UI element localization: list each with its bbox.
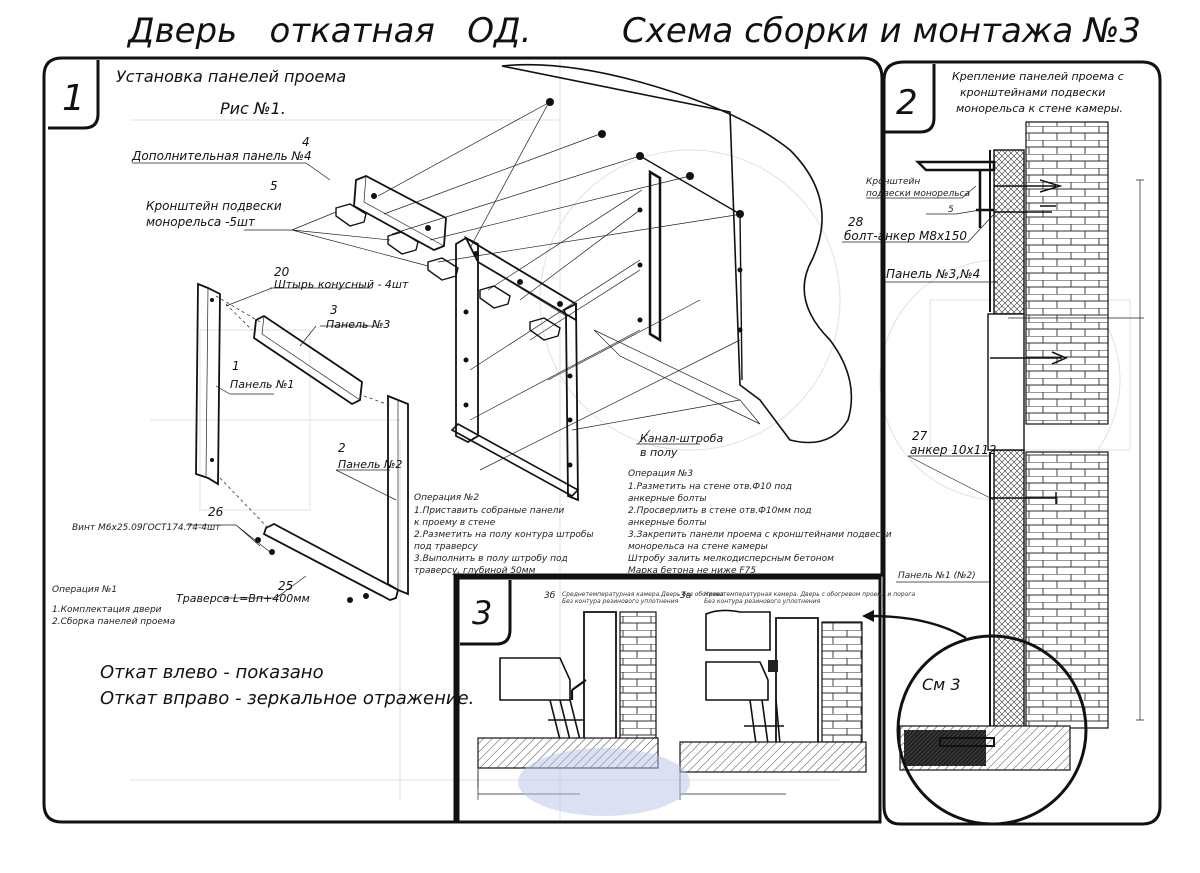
operation-2-line: под траверсу	[414, 542, 478, 552]
rollback-note-line1: Откат влево - показано	[100, 662, 324, 683]
detail-3b-section	[679, 609, 867, 800]
operation-1-line: 2.Сборка панелей проема	[52, 617, 175, 627]
sheet-title-right: Схема сборки и монтажа №3	[622, 11, 1141, 51]
part-2-label: Панель №2	[338, 458, 402, 471]
part-4-additional-panel	[353, 175, 447, 251]
see-3-arrow-head	[862, 610, 874, 622]
part-25-traverse	[255, 522, 400, 603]
operation-3-line: Штробу залить мелкодисперсным бетоном	[628, 554, 834, 564]
alignment-dashes	[215, 295, 393, 531]
part-4-label: Дополнительная панель №4	[131, 149, 312, 163]
part-3-number: 3	[330, 303, 338, 317]
part-25-label: Траверса L=Bп+400мм	[176, 592, 310, 605]
part-26-label: Винт М6х25.09ГОСТ174.74-4шт	[72, 523, 221, 533]
assembled-door-frame	[450, 235, 580, 502]
panel-3-number: 3	[472, 594, 492, 632]
panel-2-heading-line1: Крепление панелей проема с	[952, 70, 1124, 83]
part-25-number: 25	[278, 579, 293, 593]
operation-2-line: к проему в стене	[414, 518, 496, 528]
panel-3a-note1: Среднетемпературная камера.Дверь без обо…	[562, 591, 724, 598]
part-5-label-line1: Кронштейн подвески	[146, 199, 282, 213]
part-2-number: 2	[338, 441, 346, 455]
see-3-magnifier	[896, 634, 1088, 826]
bracket-label-line1: Кронштейн	[866, 177, 920, 187]
anchor-number: 27	[912, 429, 928, 443]
wall-outline	[501, 63, 853, 444]
canal-label-line1: Канал-штроба	[640, 432, 723, 445]
panel-2-leaders	[842, 185, 998, 583]
panel-1-leaders	[132, 162, 700, 599]
bolt-number: 28	[848, 215, 864, 229]
panel-1-number: 1	[62, 78, 85, 119]
panel-3a-sub: 3б	[544, 591, 556, 601]
operation-3-block: Операция №3 1.Разметить на стене отв.Ф10…	[628, 469, 892, 576]
operation-1-line: 1.Комплектация двери	[52, 605, 162, 615]
operation-2-line: 2.Разметить на полу контура штробы	[414, 530, 594, 540]
panel-1-heading: Установка панелей проема	[116, 67, 346, 86]
canal-label-line2: в полу	[640, 446, 678, 459]
operation-3-line: 2.Просверлить в стене отв.Ф10мм под	[628, 506, 811, 516]
operation-3-line: Марка бетона не ниже F75	[628, 566, 756, 576]
panel-2-frame: 2	[882, 60, 1162, 826]
part-5-label-line2: монорельса -5шт	[146, 215, 256, 229]
see-3-label: См 3	[922, 675, 961, 694]
part-26-number: 26	[208, 505, 224, 519]
panel-3b-note1: Низкотемпературная камера. Дверь с обогр…	[704, 591, 915, 598]
operation-2-line: 3.Выполнить в полу штробу под	[414, 554, 568, 564]
operation-3-line: 3.Закрепить панели проема с кронштейнами…	[628, 530, 892, 540]
panel-3-frame: 3	[456, 576, 882, 824]
panel-34-label: Панель №3,№4	[886, 267, 980, 281]
bracket-label-line2: подвески монорельса	[866, 189, 970, 199]
anchor-label: анкер 10х112	[910, 443, 997, 457]
panel-1-frame: 1	[42, 56, 884, 824]
part-3-label: Панель №3	[326, 318, 390, 331]
part-20-number: 20	[274, 265, 290, 279]
operation-3-line: монорельса на стене камеры	[628, 542, 768, 552]
part-1-number: 1	[232, 359, 240, 373]
operation-2-line: 1.Приставить собраные панели	[414, 506, 564, 516]
panel-2-heading-line3: монорельса к стене камеры.	[956, 102, 1123, 115]
panel-2-heading-line2: кронштейнами подвески	[960, 86, 1105, 99]
panel-12-label: Панель №1 (№2)	[898, 571, 976, 581]
part-20-label: Штырь конусный - 4шт	[274, 278, 409, 291]
wall-opening	[546, 98, 761, 425]
wall-section	[914, 121, 1144, 770]
panel-3b-sub: 3а	[680, 591, 691, 601]
part-4-number: 4	[302, 135, 310, 149]
watermark-logo	[518, 748, 690, 816]
part-5-number: 5	[270, 179, 278, 193]
part-2-panel	[387, 394, 409, 596]
floor-section	[899, 725, 1071, 771]
part-3-panel	[253, 314, 363, 406]
part-1-panel	[195, 282, 221, 486]
rollback-note-line2: Откат вправо - зеркальное отражение.	[100, 688, 474, 709]
bolt-label: болт-анкер М8х150	[844, 229, 967, 243]
operation-2-title: Операция №2	[414, 493, 479, 503]
operation-1-block: Операция №1 1.Комплектация двери 2.Сборк…	[52, 585, 175, 627]
operation-3-line: анкерные болты	[628, 494, 707, 504]
sheet-title-left: Дверь откатная ОД.	[126, 11, 531, 51]
operation-3-line: анкерные болты	[628, 518, 707, 528]
panel-1-subheading: Рис №1.	[220, 99, 286, 118]
explode-lines	[377, 101, 743, 471]
part-5-brackets	[335, 203, 561, 341]
bracket-number: 5	[948, 205, 954, 215]
operation-3-title: Операция №3	[628, 469, 693, 479]
panel-3a-note2: Без контура резинового уплотнения	[562, 598, 679, 605]
operation-2-line: траверсу, глубиной 50мм	[414, 566, 536, 576]
operation-1-title: Операция №1	[52, 585, 117, 595]
panel-3b-note2: Без контура резинового уплотнения	[704, 598, 821, 605]
panel-2-number: 2	[896, 83, 918, 123]
operation-3-line: 1.Разметить на стене отв.Ф10 под	[628, 482, 792, 492]
see-3-arrow	[869, 614, 967, 640]
operation-2-block: Операция №2 1.Приставить собраные панели…	[414, 493, 594, 576]
part-1-label: Панель №1	[230, 378, 294, 391]
